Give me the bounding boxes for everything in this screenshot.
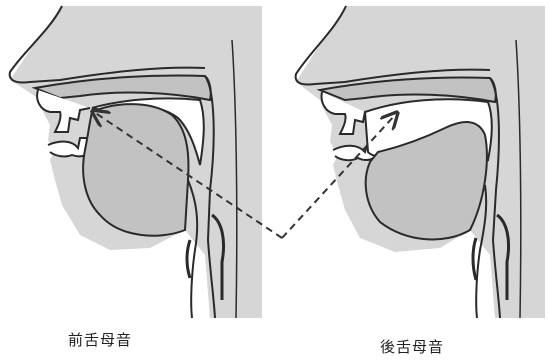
back-vowel-vocal-tract <box>296 6 545 318</box>
front-vowel-vocal-tract <box>10 6 262 318</box>
back-vowel-caption: 後舌母音 <box>380 336 444 357</box>
front-vowel-caption: 前舌母音 <box>68 329 132 350</box>
vocal-tract-diagram <box>0 0 549 320</box>
